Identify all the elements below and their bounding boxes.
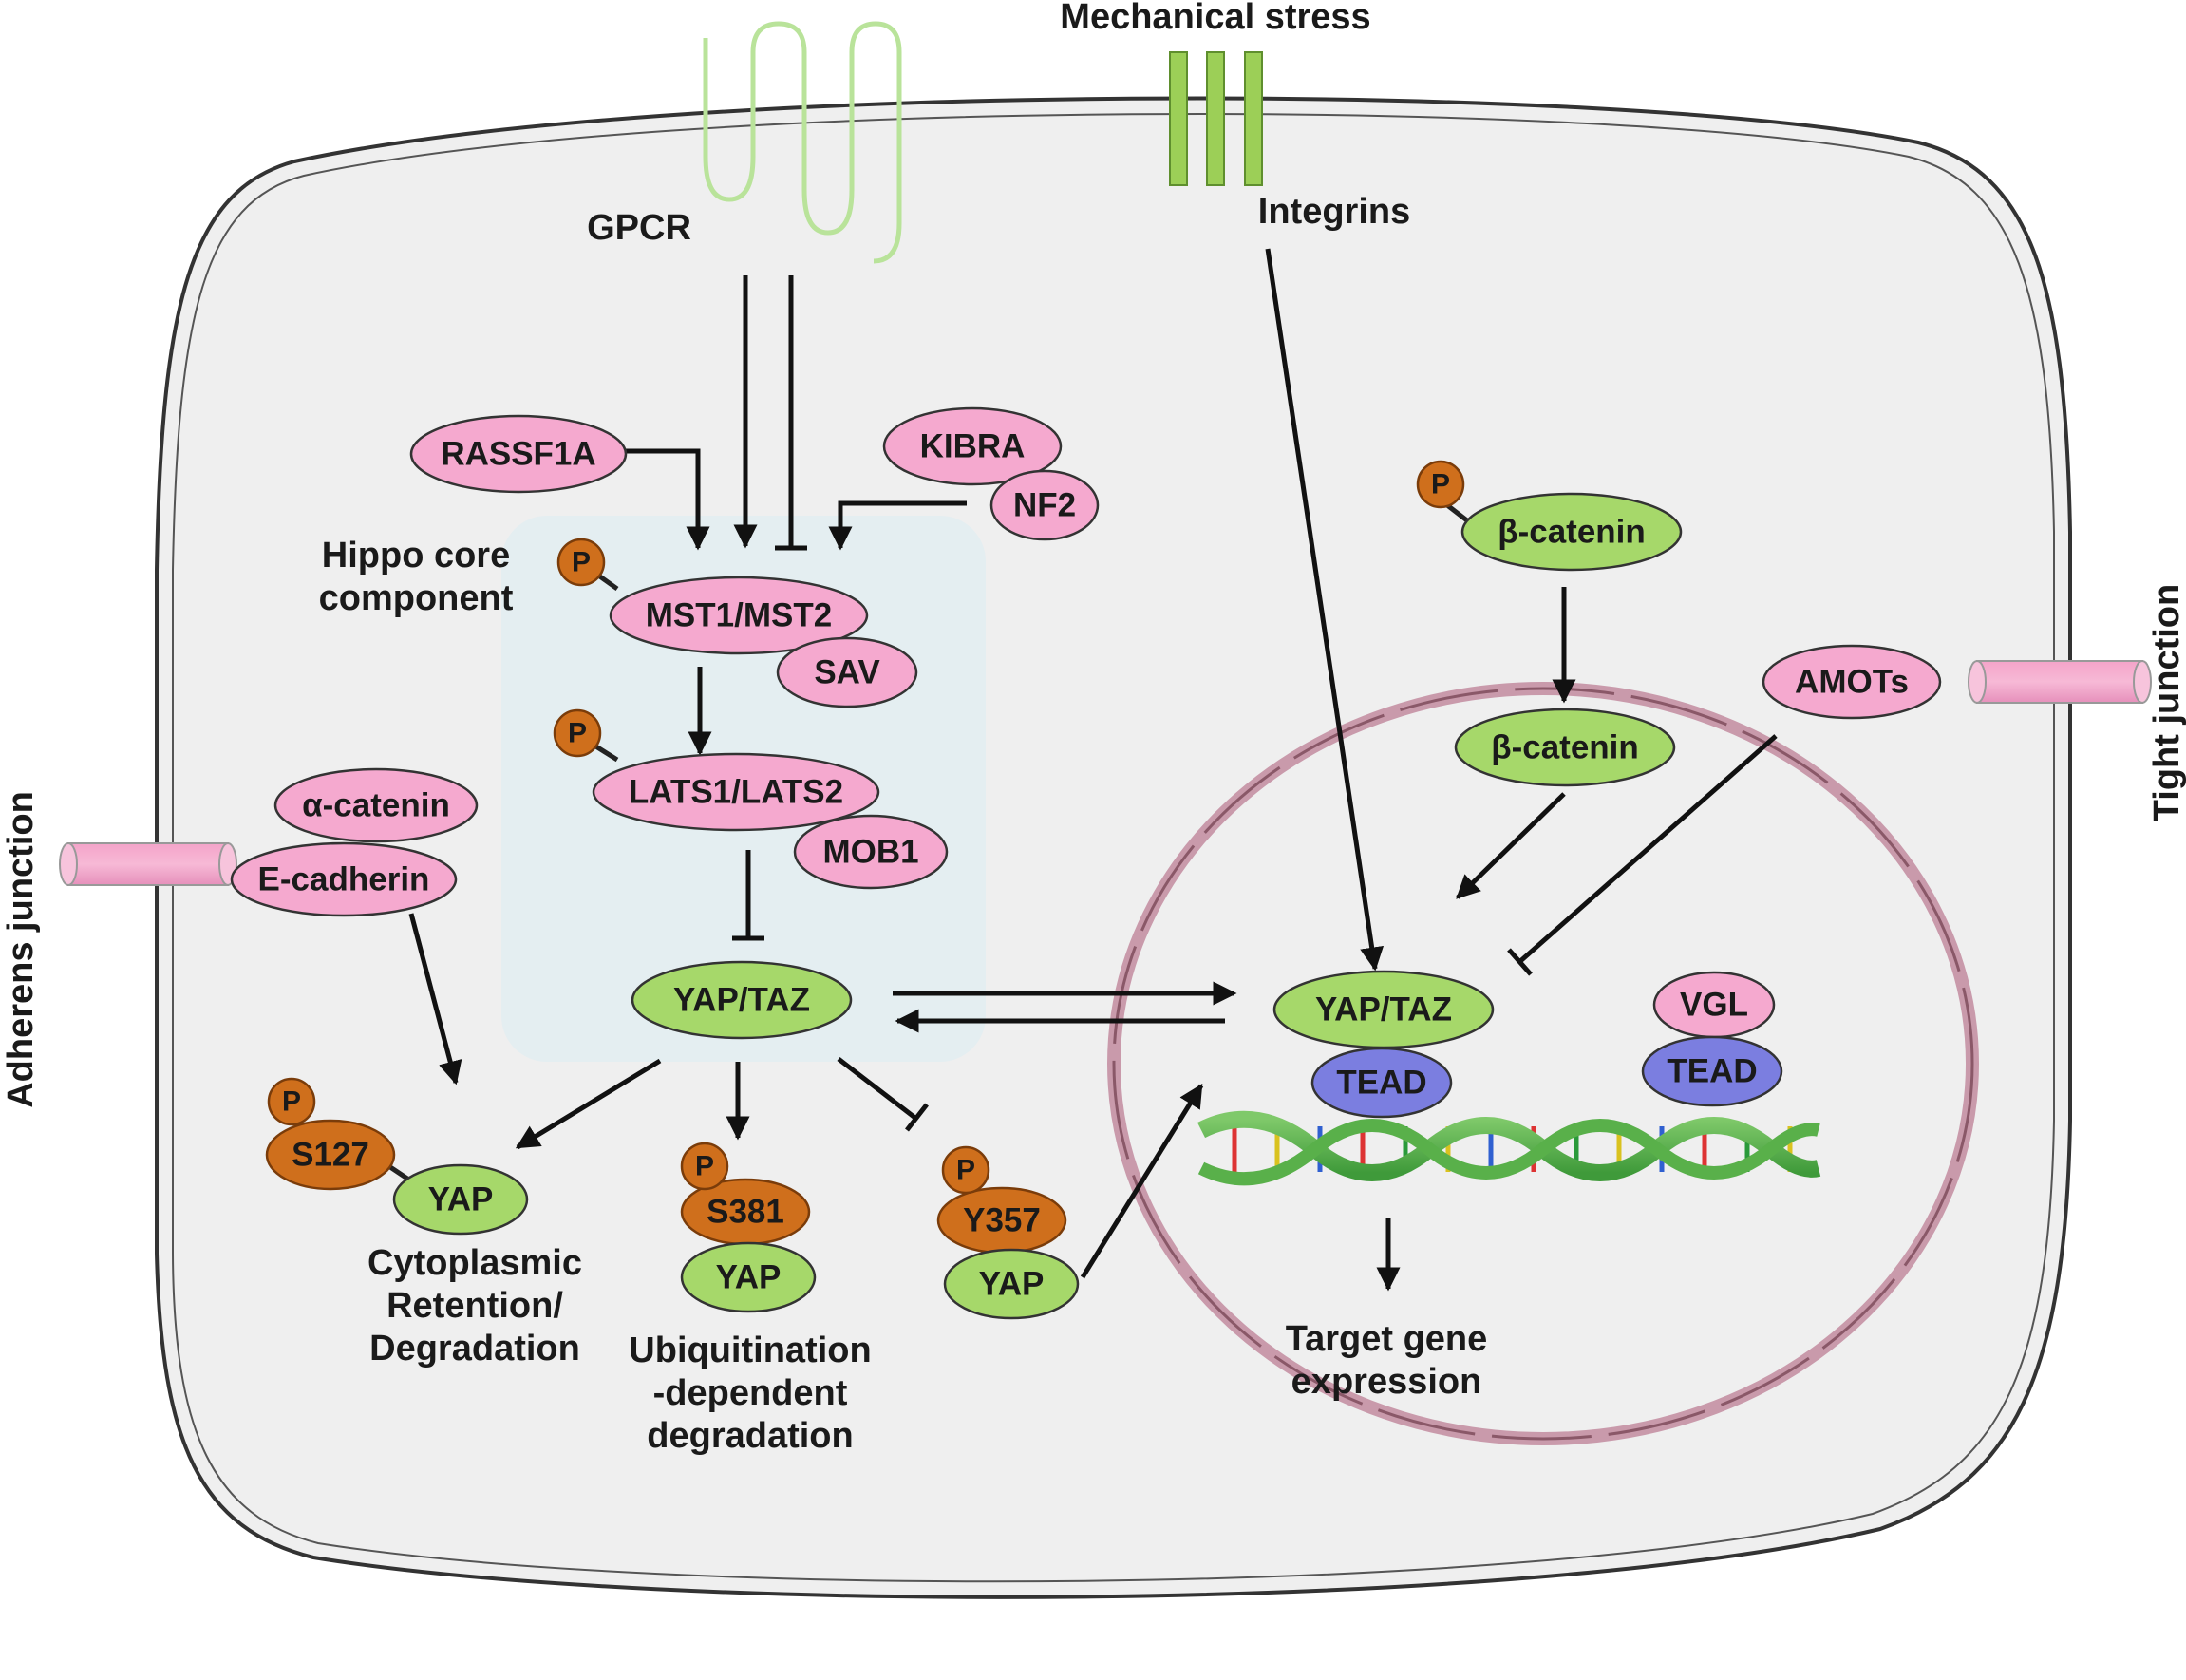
svg-text:P: P (568, 718, 587, 749)
node-yaptaz-cytoplasm: YAP/TAZ (631, 960, 853, 1040)
node-beta-catenin-nucleus: β-catenin (1454, 708, 1676, 787)
label-target-line1: Target gene (1286, 1319, 1488, 1359)
node-nf2: NF2 (989, 469, 1100, 541)
svg-text:TEAD: TEAD (1336, 1065, 1426, 1102)
node-y357: Y357 (936, 1186, 1067, 1255)
svg-text:Y357: Y357 (963, 1202, 1041, 1239)
label-cyto-line1: Cytoplasmic (367, 1243, 582, 1283)
node-mst1-mst2: MST1/MST2 (609, 576, 869, 655)
arrow-rassf1a-to-mst (625, 448, 710, 551)
arrow-yaptaz-to-s127 (515, 1058, 662, 1150)
adherens-junction-bar (59, 842, 237, 886)
svg-text:YAP/TAZ: YAP/TAZ (1315, 991, 1452, 1029)
svg-text:P: P (956, 1155, 975, 1186)
node-s127: S127 (265, 1119, 396, 1191)
svg-text:MST1/MST2: MST1/MST2 (646, 597, 832, 634)
svg-text:YAP/TAZ: YAP/TAZ (673, 982, 810, 1019)
tight-junction-bar (1968, 660, 2152, 704)
label-tight-junction: Tight junction (2147, 584, 2186, 821)
svg-text:β-catenin: β-catenin (1498, 514, 1646, 551)
inhibit-yaptaz-y357 (837, 1057, 918, 1121)
svg-text:P: P (572, 547, 591, 578)
label-gpcr: GPCR (587, 208, 691, 248)
svg-text:P: P (1431, 469, 1450, 500)
svg-text:YAP: YAP (716, 1259, 782, 1296)
cell-membrane (155, 96, 2072, 1599)
node-yaptaz-nucleus: YAP/TAZ (1272, 970, 1495, 1049)
label-ubiq-line1: Ubiquitination (629, 1331, 871, 1370)
label-integrins: Integrins (1258, 192, 1410, 232)
label-target-line2: expression (1291, 1362, 1482, 1402)
node-amots: AMOTs (1762, 644, 1942, 720)
svg-text:AMOTs: AMOTs (1795, 664, 1909, 701)
svg-text:KIBRA: KIBRA (920, 428, 1026, 465)
node-s381: S381 (680, 1178, 811, 1246)
label-mechanical-stress: Mechanical stress (1060, 0, 1370, 37)
svg-text:MOB1: MOB1 (822, 834, 918, 871)
nucleus (1107, 682, 1979, 1445)
svg-text:β-catenin: β-catenin (1491, 729, 1639, 766)
node-beta-catenin-cytoplasm: β-catenin (1460, 492, 1683, 572)
node-mob1: MOB1 (793, 814, 949, 890)
arrow-bcatenin-to-yaptaz (1456, 792, 1566, 899)
phospho-beta-catenin: P (1416, 460, 1465, 509)
node-yap-1: YAP (392, 1163, 529, 1236)
node-kibra: KIBRA (882, 406, 1063, 486)
arrow-yap-to-nucleus (1080, 1083, 1204, 1279)
node-sav: SAV (776, 636, 918, 708)
phospho-y357: P (941, 1145, 990, 1195)
svg-text:P: P (695, 1151, 714, 1182)
svg-text:YAP: YAP (428, 1181, 494, 1218)
arrows (408, 248, 1576, 1292)
label-hippo-core-line1: Hippo core (322, 536, 510, 576)
integrin-receptors (1169, 51, 1263, 186)
arrow-ecadherin-to-yap (408, 913, 462, 1085)
arrow-integrins-to-yaptaz (1265, 248, 1385, 972)
node-tead-2: TEAD (1641, 1035, 1783, 1107)
arrow-nf2-to-mst (828, 500, 967, 551)
label-cyto-line2: Retention/ (386, 1286, 563, 1326)
label-ubiq-line3: degradation (647, 1416, 853, 1456)
svg-text:YAP: YAP (979, 1266, 1045, 1303)
svg-text:LATS1/LATS2: LATS1/LATS2 (629, 774, 843, 811)
svg-text:α-catenin: α-catenin (302, 787, 450, 824)
inhibit-amots-yaptaz (1517, 734, 1778, 964)
phospho-lats: P (553, 708, 602, 758)
node-yap-2: YAP (680, 1241, 817, 1313)
dna-helix (1197, 1110, 1821, 1186)
phospho-s127: P (267, 1077, 316, 1126)
label-hippo-core-line2: component (319, 578, 514, 618)
node-vgl: VGL (1652, 971, 1776, 1039)
svg-text:S381: S381 (707, 1194, 784, 1231)
node-tead-1: TEAD (1310, 1047, 1453, 1119)
node-e-cadherin: E-cadherin (230, 841, 458, 917)
label-adherens-junction: Adherens junction (1, 791, 41, 1108)
phospho-s381: P (680, 1142, 729, 1191)
svg-text:NF2: NF2 (1013, 487, 1076, 524)
svg-text:P: P (282, 1086, 301, 1118)
phospho-mst: P (556, 538, 606, 587)
svg-text:VGL: VGL (1680, 987, 1748, 1024)
svg-text:TEAD: TEAD (1667, 1053, 1757, 1090)
label-ubiq-line2: -dependent (653, 1373, 848, 1413)
svg-text:SAV: SAV (814, 654, 880, 691)
node-rassf1a: RASSF1A (409, 414, 628, 494)
node-alpha-catenin: α-catenin (273, 767, 479, 843)
node-lats1-lats2: LATS1/LATS2 (592, 752, 880, 832)
node-yap-3: YAP (943, 1248, 1080, 1320)
svg-text:S127: S127 (292, 1137, 369, 1174)
svg-text:E-cadherin: E-cadherin (258, 861, 430, 898)
inhibitions (732, 275, 1778, 1132)
svg-text:RASSF1A: RASSF1A (441, 436, 595, 473)
gpcr-receptor (703, 21, 902, 264)
label-cyto-line3: Degradation (369, 1329, 580, 1369)
cell-membrane-inner (172, 113, 2055, 1583)
